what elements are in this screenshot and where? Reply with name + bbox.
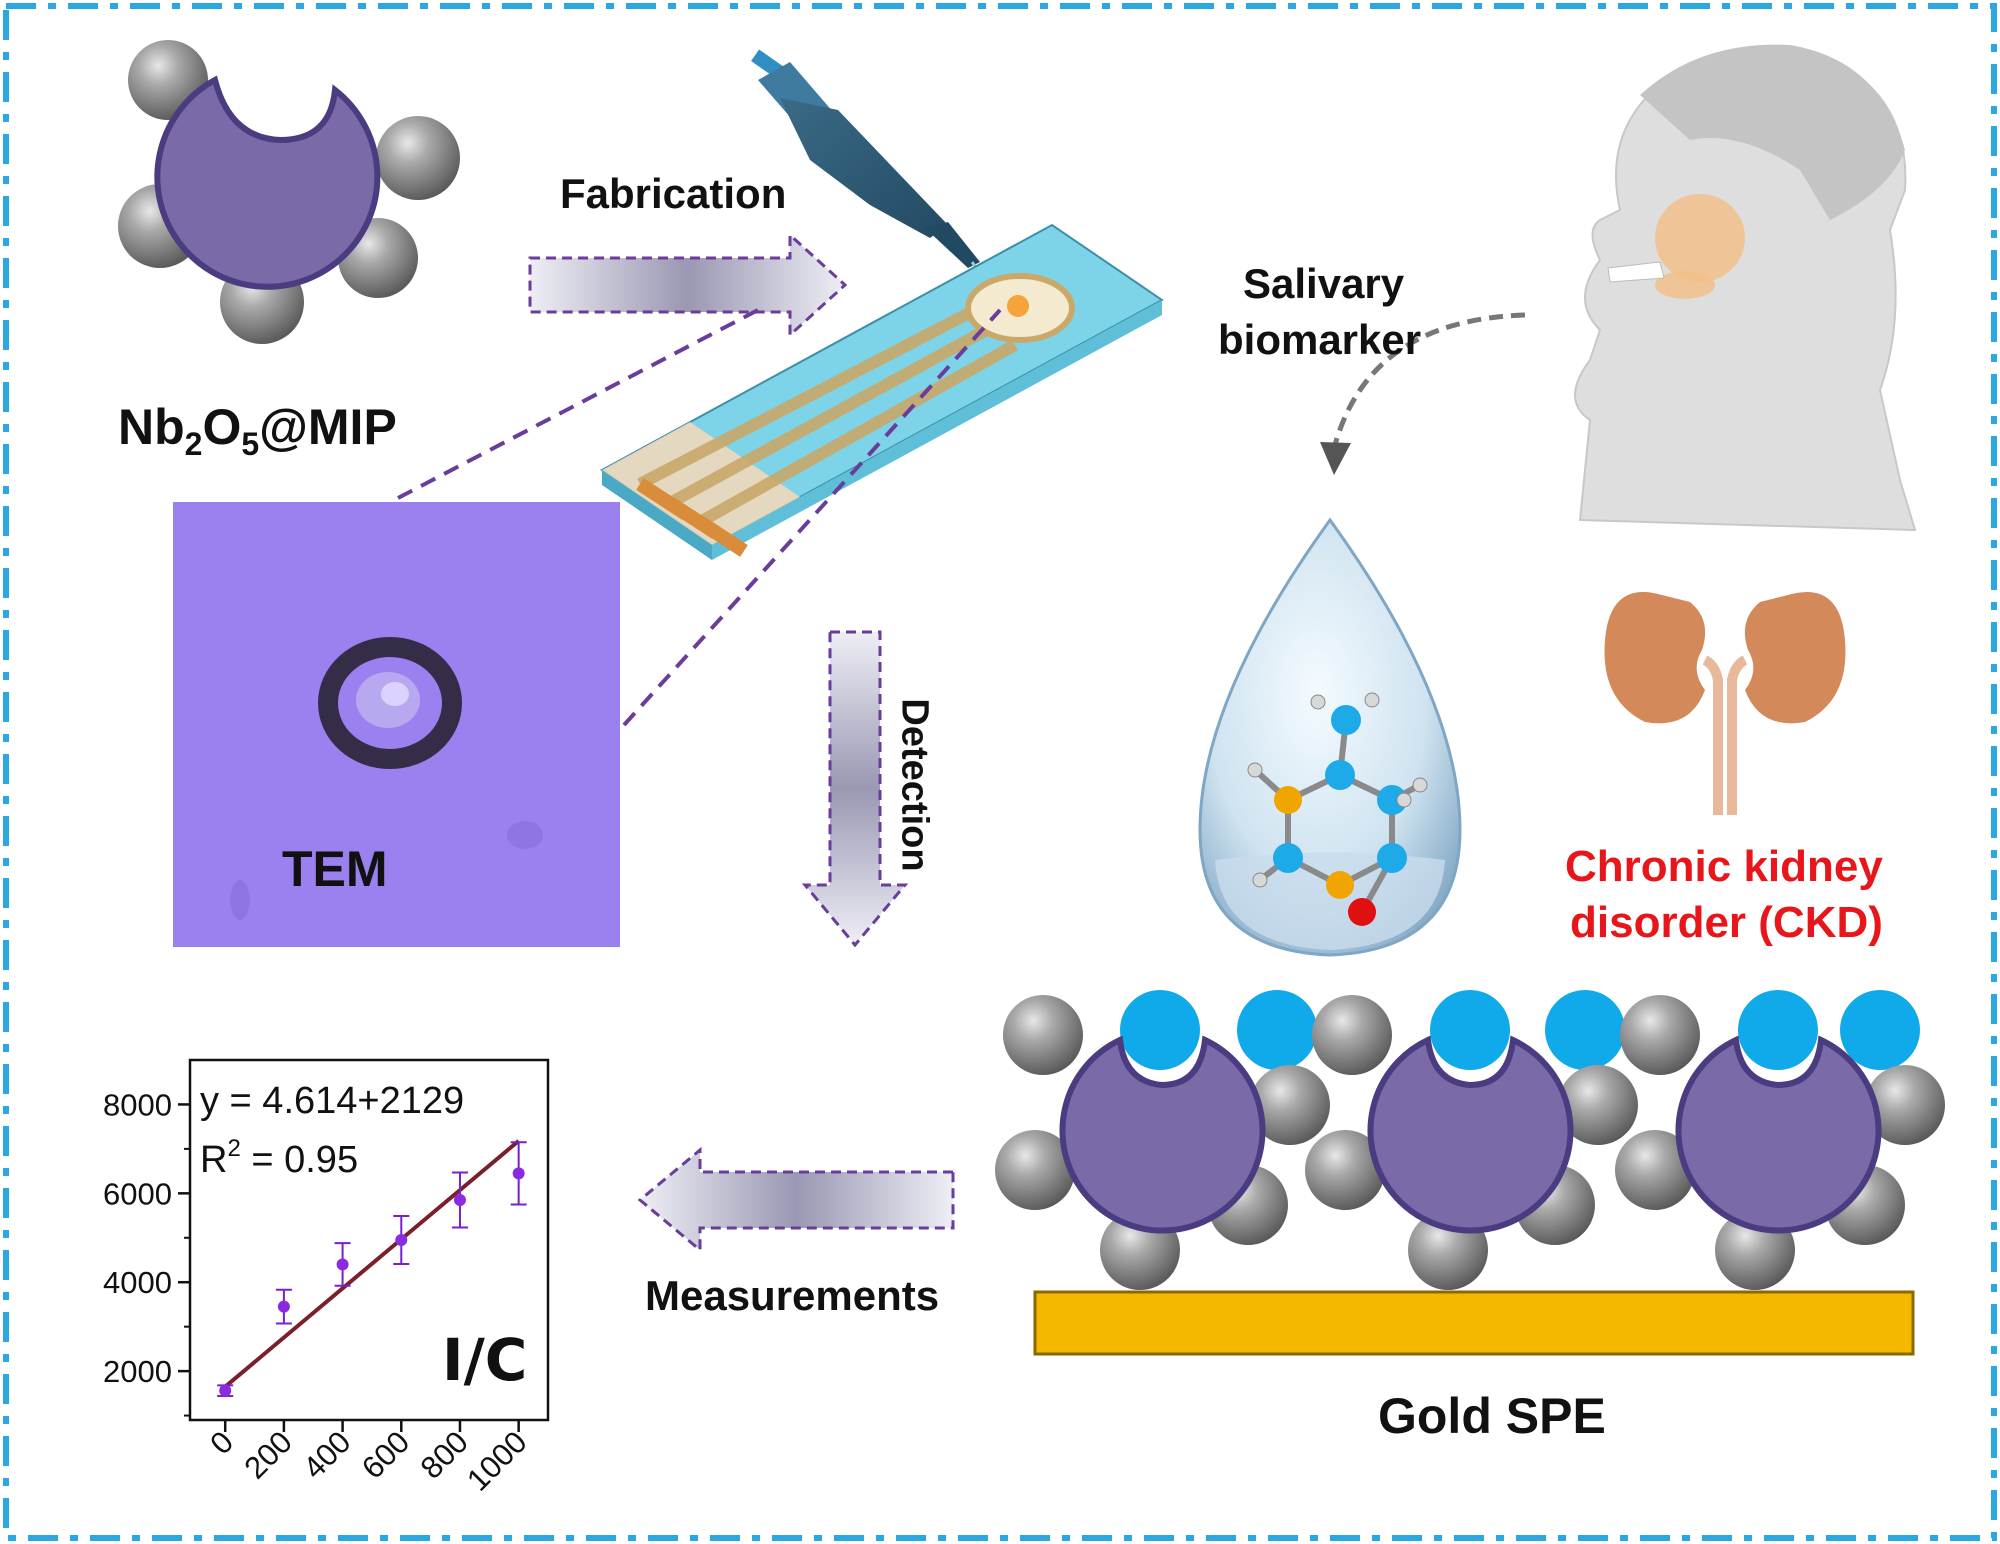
- chart-r2: R2 = 0.95: [200, 1135, 358, 1181]
- human-head-icon: [1574, 44, 1917, 532]
- ckd-label-line2: disorder (CKD): [1570, 898, 1883, 947]
- x-tick-label: 0: [203, 1424, 240, 1461]
- tem-image: [173, 502, 620, 947]
- gold-spe-label: Gold SPE: [1378, 1388, 1606, 1444]
- detection-arrow: [801, 630, 909, 948]
- gold-spe-assembly: [995, 990, 1945, 1356]
- saliva-flow-arrow: [1320, 312, 1526, 475]
- data-point: [277, 1300, 290, 1313]
- nb2o5-mip-label: Nb2O5@MIP: [118, 399, 397, 462]
- tem-label: TEM: [282, 841, 388, 897]
- measurements-label: Measurements: [645, 1272, 940, 1319]
- fit-line: [223, 1139, 520, 1389]
- saliva-drop-molecule: [1198, 517, 1462, 957]
- detection-label: Detection: [893, 698, 936, 872]
- zoom-line: [622, 308, 1002, 727]
- biomarker-label: biomarker: [1218, 316, 1422, 363]
- electrode-strip: [600, 223, 1164, 560]
- data-point: [395, 1234, 408, 1246]
- x-tick-label: 1000: [460, 1424, 534, 1498]
- y-tick-label: 8000: [103, 1087, 172, 1122]
- x-tick-label: 200: [238, 1424, 299, 1485]
- fabrication-label: Fabrication: [560, 170, 787, 217]
- y-tick-label: 6000: [103, 1176, 172, 1211]
- chart-panel-label: I/C: [442, 1326, 527, 1394]
- data-point: [453, 1194, 466, 1206]
- ckd-label-line1: Chronic kidney: [1565, 842, 1883, 891]
- x-tick-label: 400: [296, 1424, 357, 1485]
- x-tick-label: 600: [355, 1424, 416, 1485]
- data-point: [219, 1384, 232, 1397]
- y-tick-label: 2000: [103, 1354, 172, 1389]
- salivary-label: Salivary: [1243, 260, 1405, 307]
- nb2o5-mip-particle: [118, 40, 460, 344]
- y-tick-label: 4000: [103, 1265, 172, 1300]
- measurements-arrow: [637, 1146, 955, 1254]
- figure-border: [3, 3, 1997, 1541]
- fabrication-arrow: [528, 231, 848, 339]
- data-point: [336, 1258, 349, 1271]
- zoom-line: [397, 308, 759, 500]
- data-point: [512, 1167, 525, 1180]
- kidney-icon: [1604, 592, 1846, 815]
- chart-equation: y = 4.614+2129: [200, 1080, 464, 1122]
- chart-frame: [188, 1058, 550, 1422]
